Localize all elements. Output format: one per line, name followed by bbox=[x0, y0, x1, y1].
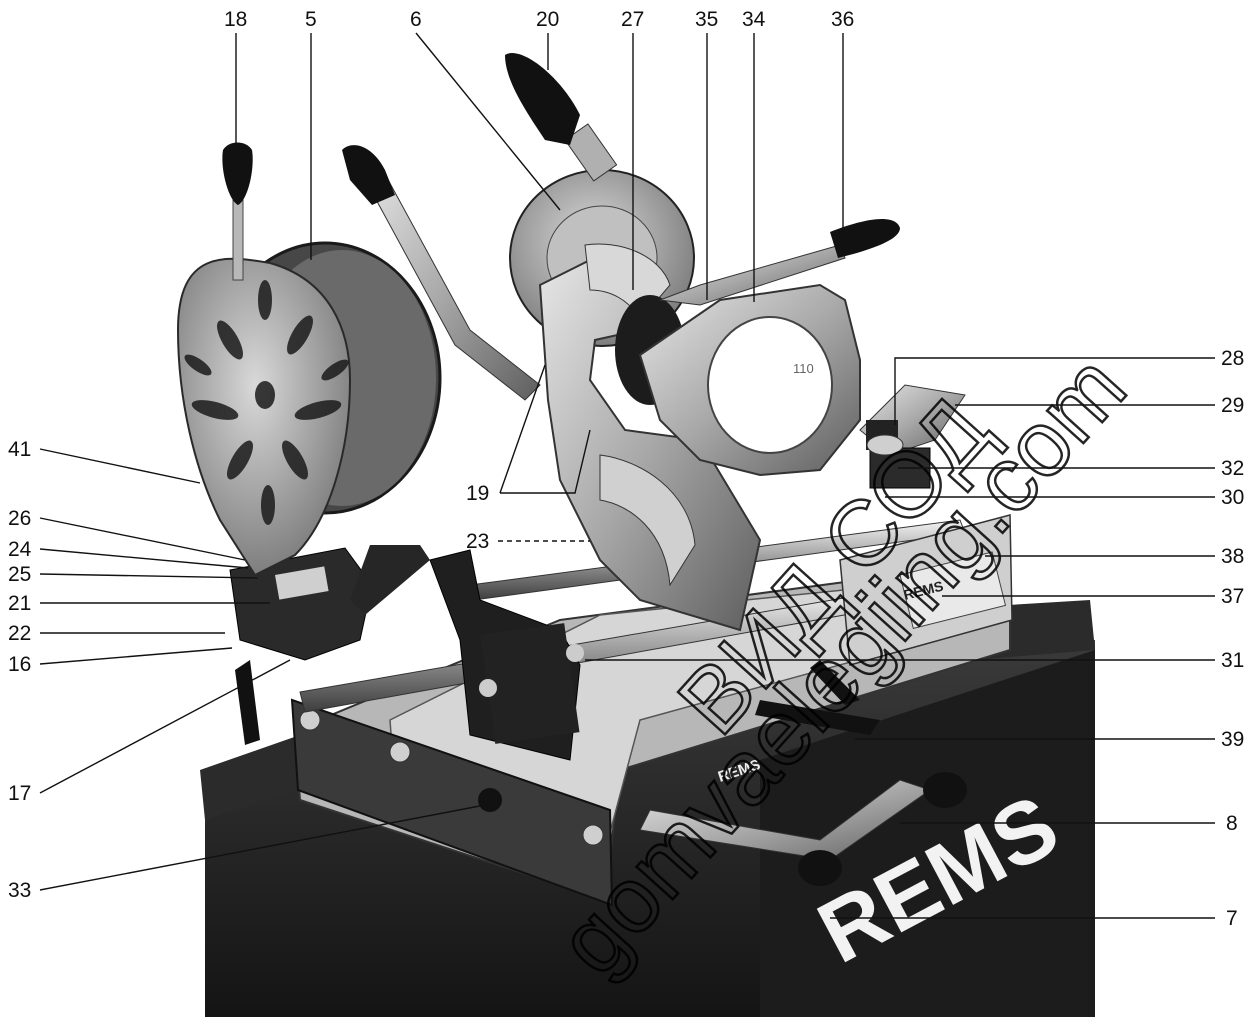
part-number-31: 31 bbox=[1221, 649, 1244, 672]
part-number-7: 7 bbox=[1226, 907, 1238, 930]
part-number-34: 34 bbox=[742, 8, 766, 31]
part-number-21: 21 bbox=[8, 592, 31, 615]
part-number-20: 20 bbox=[536, 8, 559, 31]
part-number-27: 27 bbox=[621, 8, 644, 31]
part-number-26: 26 bbox=[8, 507, 31, 530]
part-number-19: 19 bbox=[466, 482, 489, 505]
part-number-labels: 18 5 6 20 27 35 34 36 28 29 32 30 38 37 … bbox=[8, 8, 1244, 930]
part-number-23: 23 bbox=[466, 530, 489, 553]
cabinet-right-face bbox=[760, 650, 1095, 1017]
part-number-29: 29 bbox=[1221, 394, 1244, 417]
leader-lines bbox=[39, 32, 1215, 919]
part-number-28: 28 bbox=[1221, 347, 1244, 370]
part-number-17: 17 bbox=[8, 782, 31, 805]
heating-element-handle bbox=[505, 53, 580, 145]
part-number-39: 39 bbox=[1221, 728, 1244, 751]
part-number-38: 38 bbox=[1221, 545, 1244, 568]
part-number-6: 6 bbox=[410, 8, 422, 31]
front-knob bbox=[478, 788, 502, 812]
part-number-37: 37 bbox=[1221, 585, 1244, 608]
disc-perforations bbox=[184, 280, 349, 525]
clamp-size-marking: 110 bbox=[793, 361, 814, 376]
part-number-16: 16 bbox=[8, 653, 31, 676]
part-number-8: 8 bbox=[1226, 812, 1238, 835]
part-number-22: 22 bbox=[8, 622, 31, 645]
part-number-5: 5 bbox=[305, 8, 317, 31]
part-number-25: 25 bbox=[8, 563, 31, 586]
front-plate bbox=[290, 698, 614, 907]
part-number-32: 32 bbox=[1221, 457, 1244, 480]
part-number-18: 18 bbox=[224, 8, 247, 31]
part-number-24: 24 bbox=[8, 538, 32, 561]
part-number-36: 36 bbox=[831, 8, 854, 31]
facing-tool bbox=[229, 547, 373, 661]
part-number-33: 33 bbox=[8, 879, 31, 902]
machine-illustration: REMS REMS REMS bbox=[176, 53, 1095, 1017]
part-number-30: 30 bbox=[1221, 486, 1244, 509]
part-number-35: 35 bbox=[695, 8, 718, 31]
part-number-41: 41 bbox=[8, 438, 31, 461]
